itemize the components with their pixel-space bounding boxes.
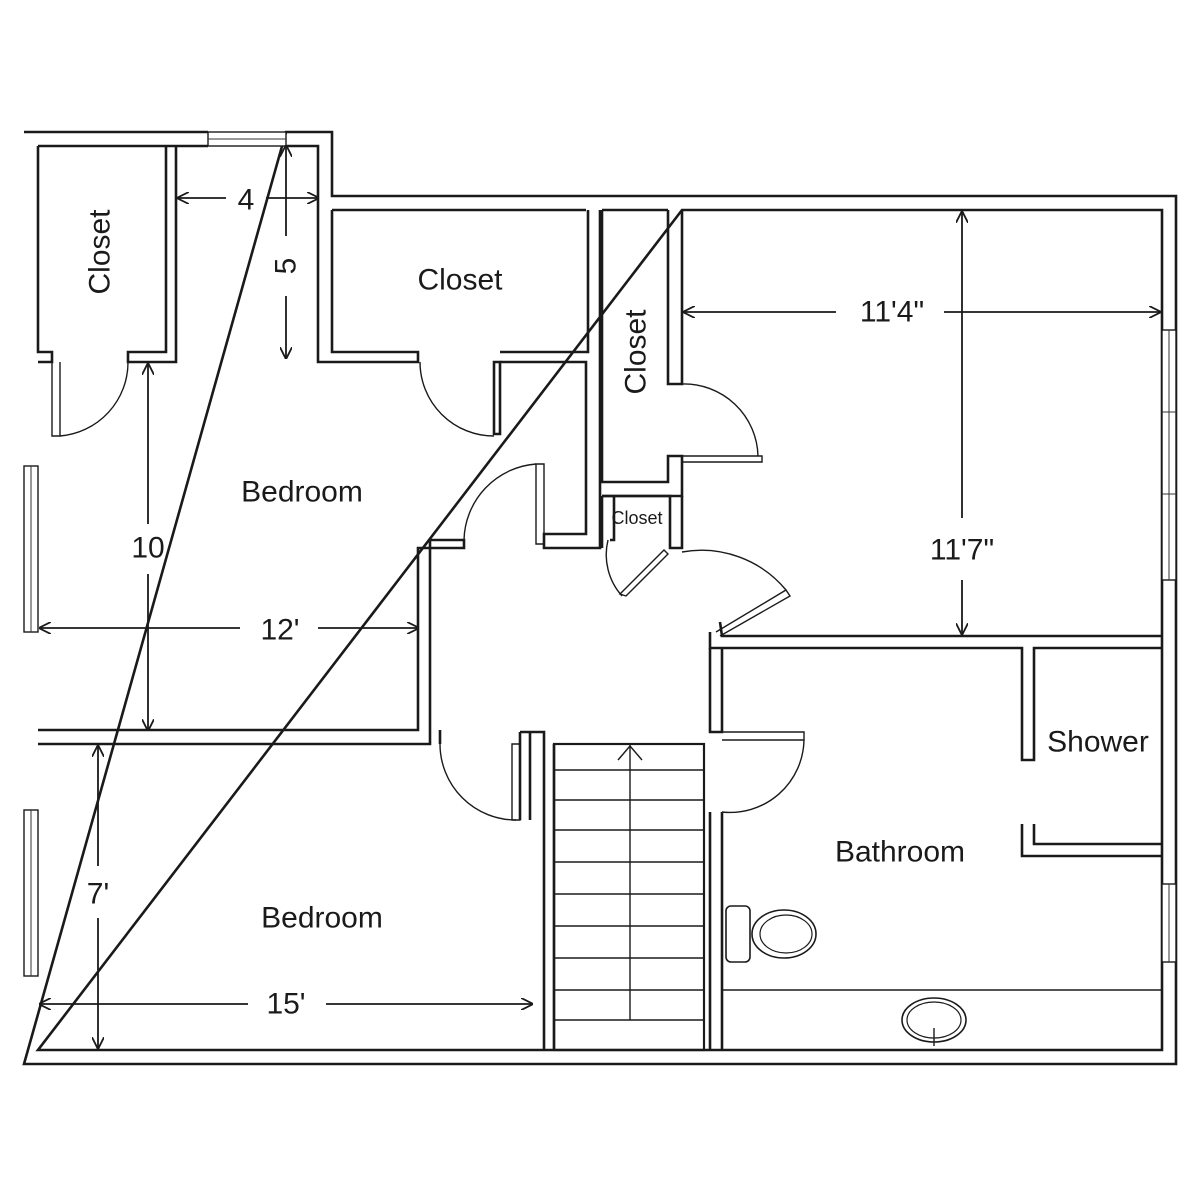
bedroom-lower-label: Bedroom	[261, 902, 383, 935]
dim-bedroom-lower-depth: 7'	[87, 878, 109, 911]
closet-left-label: Closet	[84, 209, 117, 295]
dim-bedroom-right-width: 11'4"	[860, 296, 924, 329]
exterior-walls	[22, 130, 1178, 1066]
dim-entry-width: 4	[238, 184, 255, 217]
bathroom-label: Bathroom	[835, 836, 965, 869]
dim-bedroom-lower-width: 15'	[266, 988, 305, 1021]
dim-entry-depth: 5	[270, 258, 303, 275]
closet-small-label: Closet	[611, 508, 662, 528]
dimension-lines	[40, 146, 1160, 1048]
toilet-fixture	[725, 905, 817, 963]
window-top	[207, 131, 287, 147]
staircase	[552, 742, 706, 1052]
window-right-upper	[1161, 329, 1177, 581]
shower-label: Shower	[1047, 726, 1149, 759]
interior-walls	[36, 146, 1162, 1050]
window-right-lower	[1161, 883, 1177, 963]
doors	[51, 361, 805, 821]
bedroom-upper-label: Bedroom	[241, 476, 363, 509]
closet-mid-label: Closet	[620, 309, 653, 395]
closet-top-label: Closet	[417, 264, 503, 297]
window-left-upper	[23, 465, 39, 633]
dim-bedroom-upper-depth: 10	[131, 532, 164, 565]
window-left-lower	[23, 809, 39, 977]
dim-bedroom-right-depth: 11'7"	[930, 534, 994, 567]
tub-fixture	[722, 989, 1162, 1046]
dim-bedroom-upper-width: 12'	[260, 614, 299, 647]
